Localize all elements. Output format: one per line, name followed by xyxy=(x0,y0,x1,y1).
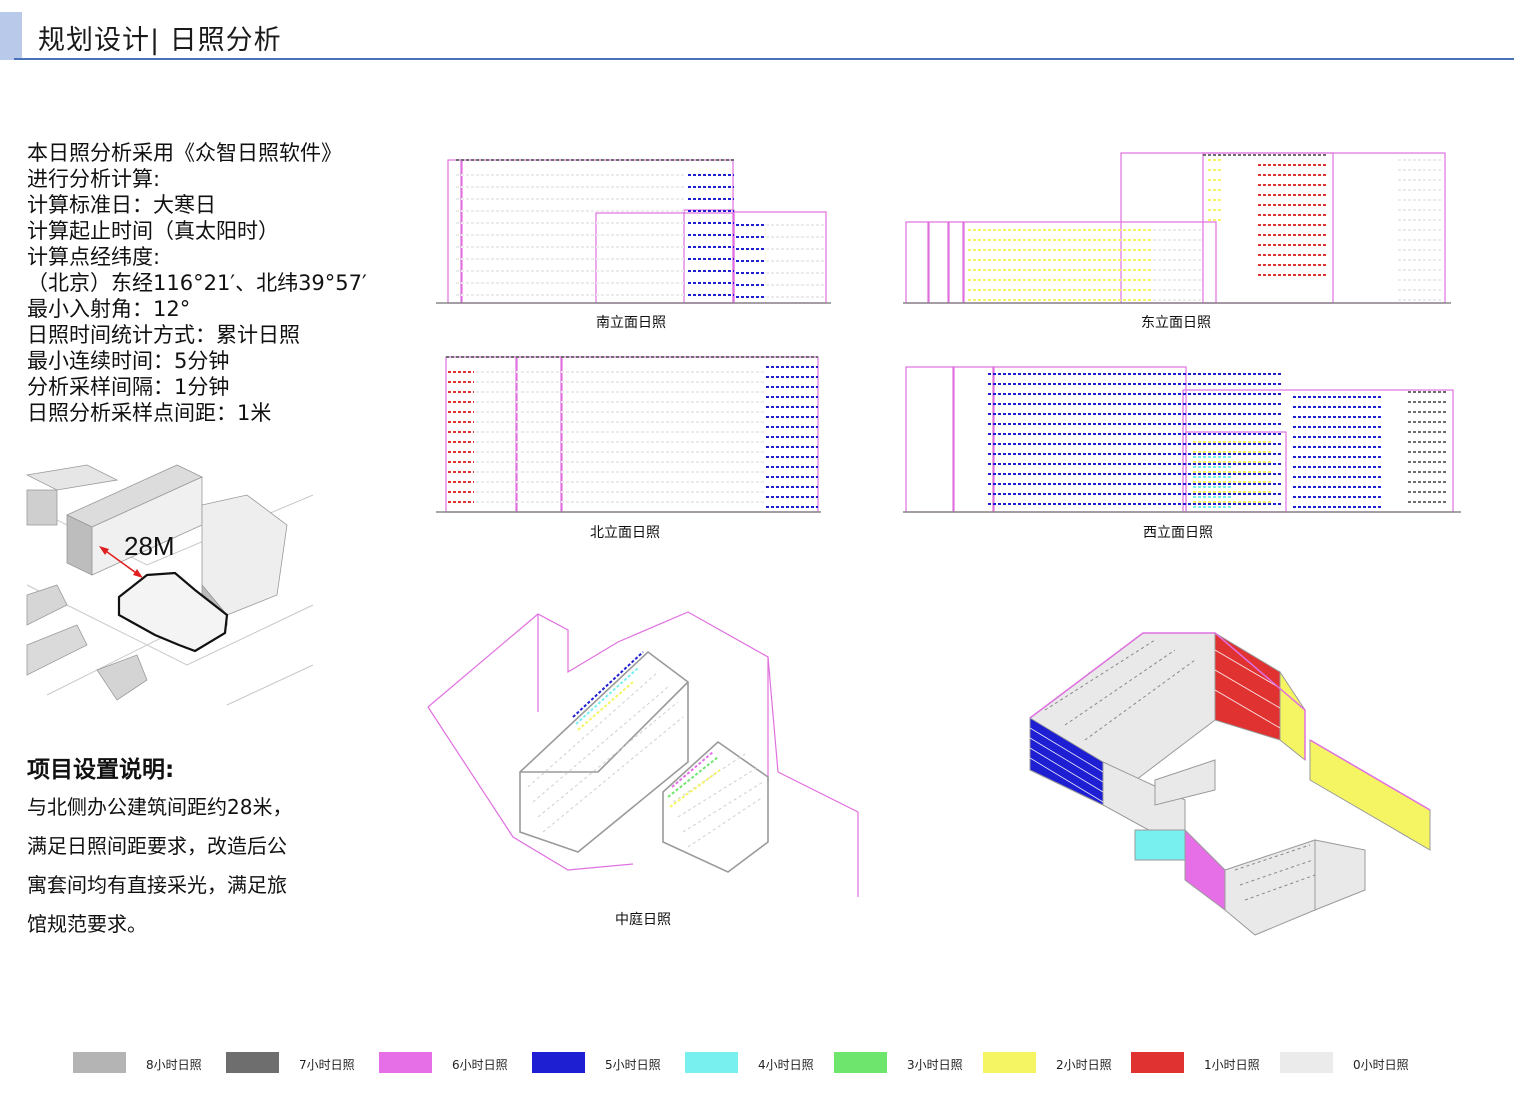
legend-swatch xyxy=(983,1052,1036,1073)
param-line: 进行分析计算: xyxy=(27,167,161,191)
param-line: 分析采样间隔：1分钟 xyxy=(27,375,230,399)
west-elevation-caption: 西立面日照 xyxy=(1143,525,1213,541)
building-3d-sunlight-model xyxy=(1029,632,1431,936)
legend-label: 5小时日照 xyxy=(605,1058,661,1072)
param-line: 最小入射角：12° xyxy=(27,297,191,321)
south-elevation-diagram xyxy=(436,159,831,304)
project-notes-body: 与北侧办公建筑间距约28米， 满足日照间距要求，改造后公 寓套间均有直接采光，满… xyxy=(27,788,327,944)
legend-swatch xyxy=(685,1052,738,1073)
note-line: 满足日照间距要求，改造后公 xyxy=(27,834,287,858)
courtyard-sample-grid xyxy=(527,671,764,848)
legend-swatch xyxy=(226,1052,279,1073)
legend-swatch xyxy=(379,1052,432,1073)
site-plan-diagram: 28M xyxy=(25,464,314,706)
legend-label: 4小时日照 xyxy=(758,1058,814,1072)
north-elevation-diagram xyxy=(436,356,821,513)
project-notes-heading: 项目设置说明: xyxy=(27,757,175,783)
east-elevation-diagram xyxy=(903,152,1451,304)
title-divider xyxy=(14,58,1514,60)
param-line: 日照分析采样点间距：1米 xyxy=(27,401,272,425)
param-line: 计算起止时间（真太阳时） xyxy=(27,219,279,243)
param-line: 计算点经纬度: xyxy=(27,245,161,269)
legend-swatch xyxy=(73,1052,126,1073)
legend-label: 2小时日照 xyxy=(1056,1058,1112,1072)
legend-label: 7小时日照 xyxy=(299,1058,355,1072)
param-line: （北京）东经116°21′、北纬39°57′ xyxy=(27,271,367,295)
note-line: 馆规范要求。 xyxy=(27,912,147,936)
project-building-outline xyxy=(117,571,229,653)
legend-swatch xyxy=(532,1052,585,1073)
legend-swatch xyxy=(1280,1052,1333,1073)
legend-label: 0小时日照 xyxy=(1353,1058,1409,1072)
legend-label: 1小时日照 xyxy=(1204,1058,1260,1072)
legend-label: 6小时日照 xyxy=(452,1058,508,1072)
note-line: 寓套间均有直接采光，满足旅 xyxy=(27,873,287,897)
note-line: 与北侧办公建筑间距约28米， xyxy=(27,795,293,819)
page-title: 规划设计| 日照分析 xyxy=(38,25,282,56)
legend-swatch xyxy=(1131,1052,1184,1073)
legend-label: 8小时日照 xyxy=(146,1058,202,1072)
param-line: 日照时间统计方式：累计日照 xyxy=(27,323,300,347)
east-elevation-caption: 东立面日照 xyxy=(1141,315,1211,331)
param-line: 计算标准日：大寒日 xyxy=(27,193,216,217)
building-facade-sample-grid xyxy=(1029,649,1281,803)
legend-label: 3小时日照 xyxy=(907,1058,963,1072)
west-elevation-diagram xyxy=(903,366,1461,513)
title-accent-bar xyxy=(0,12,22,60)
north-elevation-caption: 北立面日照 xyxy=(590,525,660,541)
param-line: 最小连续时间：5分钟 xyxy=(27,349,230,373)
analysis-parameters: 本日照分析采用《众智日照软件》 进行分析计算: 计算标准日：大寒日 计算起止时间… xyxy=(27,140,367,426)
courtyard-caption: 中庭日照 xyxy=(615,912,671,928)
distance-label: 28M xyxy=(124,531,175,561)
legend-swatch xyxy=(834,1052,887,1073)
param-line: 本日照分析采用《众智日照软件》 xyxy=(27,141,342,165)
courtyard-isometric-diagram xyxy=(427,611,859,897)
south-elevation-caption: 南立面日照 xyxy=(596,315,666,331)
